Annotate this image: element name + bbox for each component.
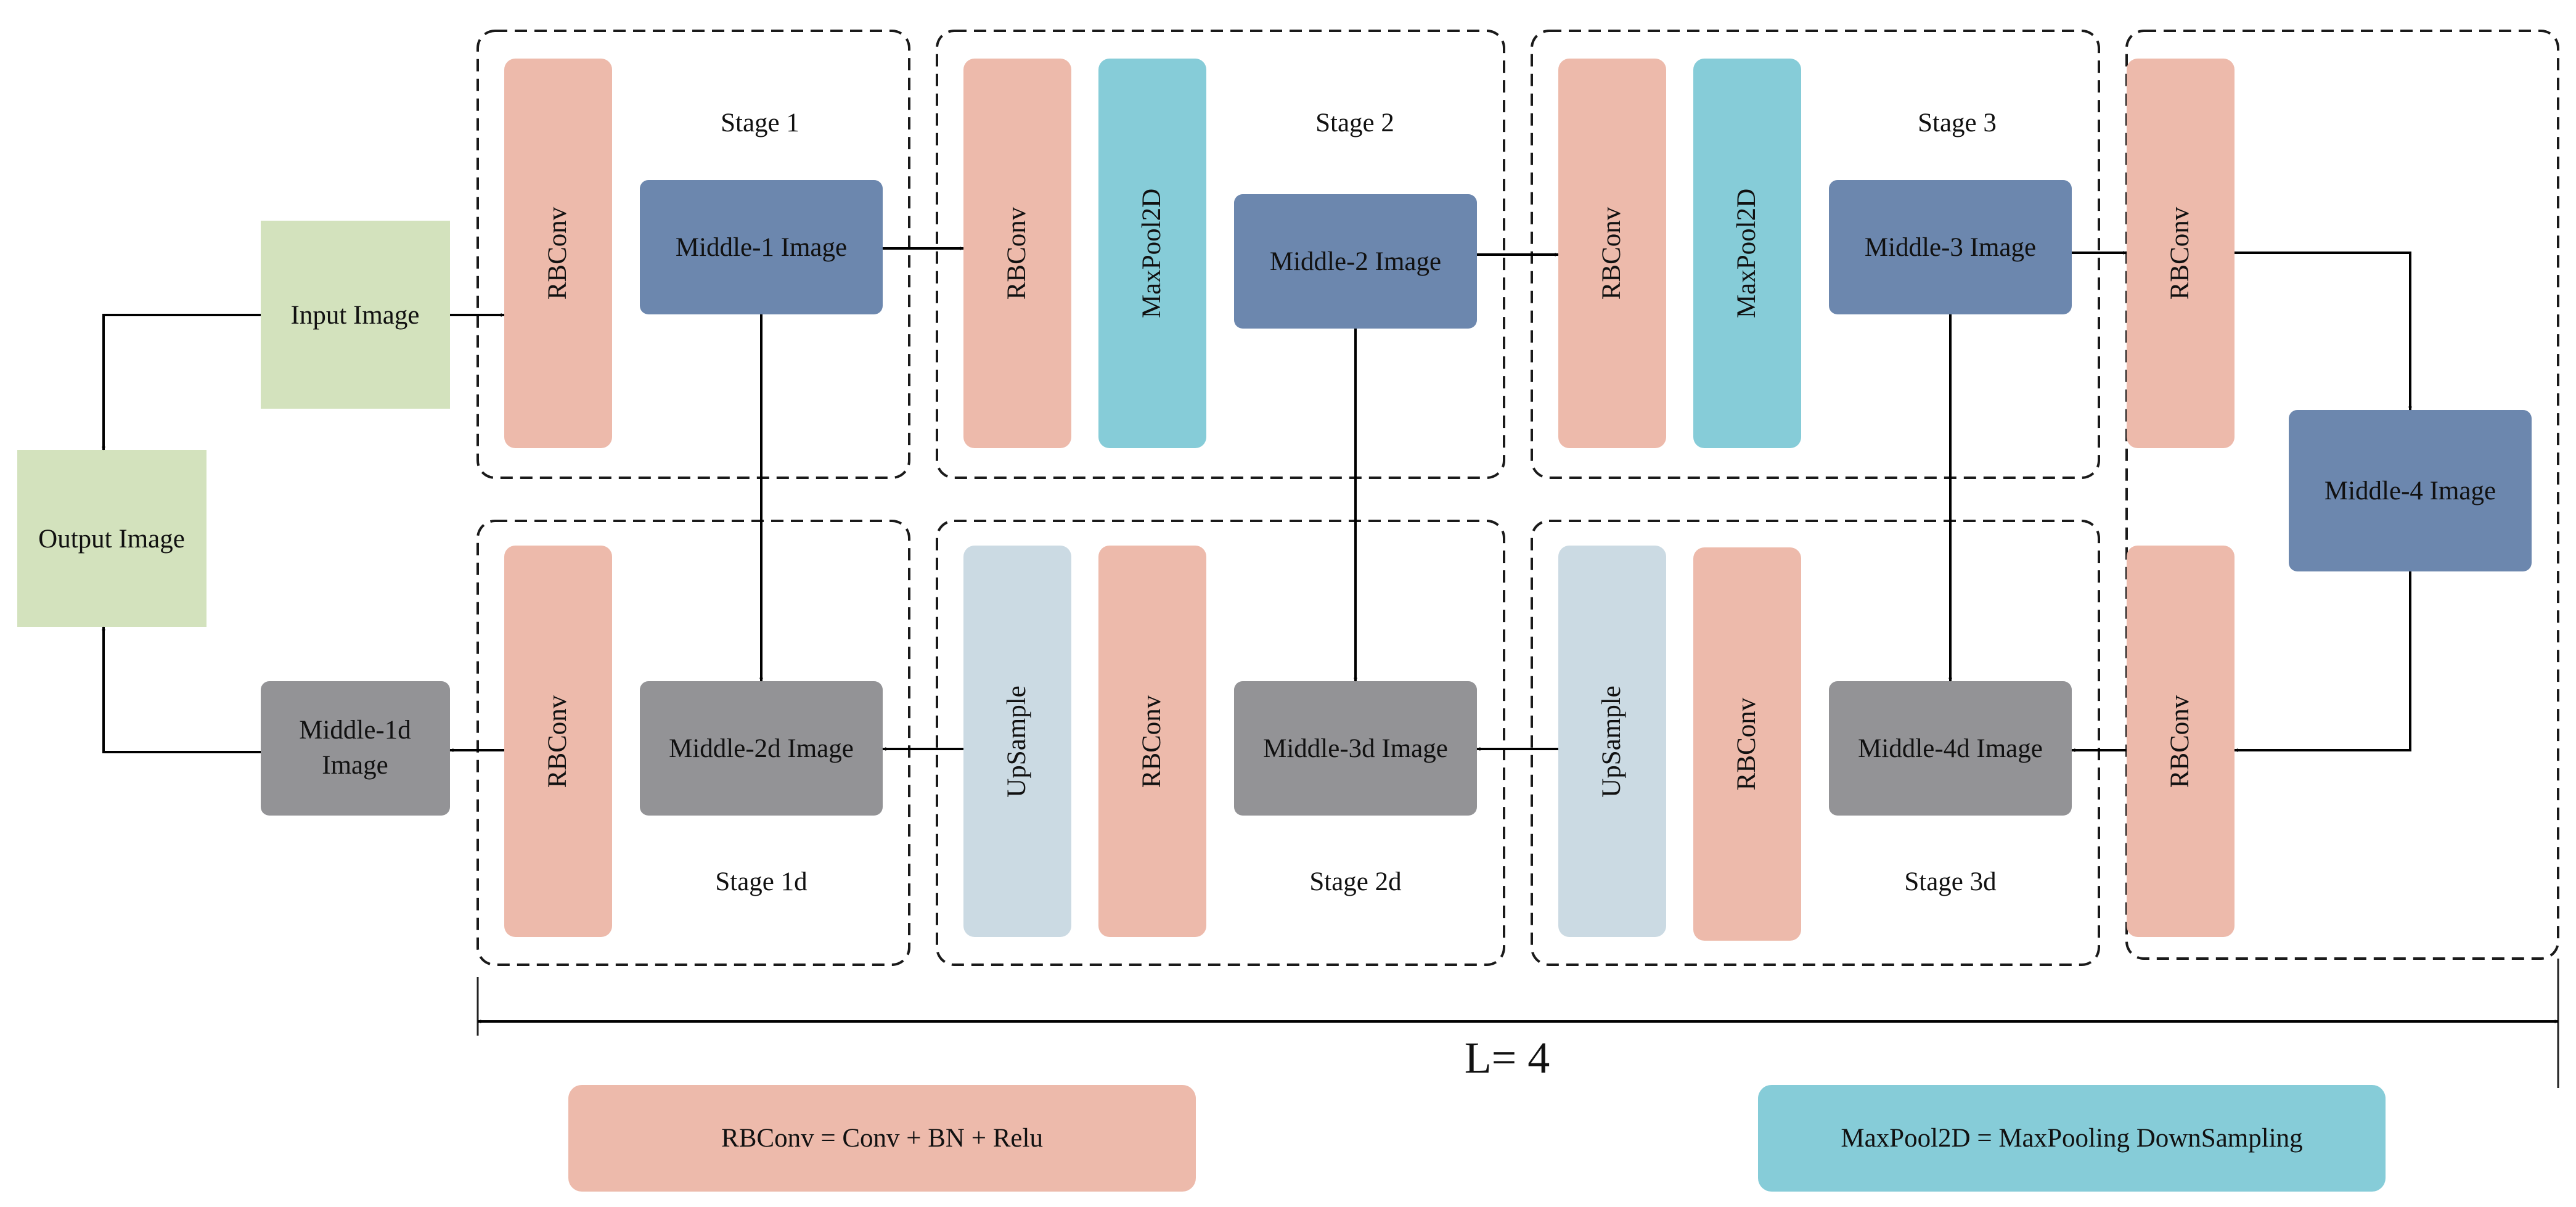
- stage-1d-title: Stage 1d: [715, 867, 807, 896]
- middle-1d-image-node: Middle-1d Image: [261, 681, 450, 816]
- middle-4-label: Middle-4 Image: [2325, 477, 2496, 505]
- rbconv-bar: [504, 546, 612, 937]
- upsample-label: UpSample: [1002, 685, 1031, 798]
- stage-1-title: Stage 1: [721, 108, 799, 137]
- rbconv-bar: [1098, 546, 1206, 937]
- stage-3-title: Stage 3: [1918, 108, 1997, 137]
- middle-2-box: [1234, 194, 1477, 329]
- legend-rbconv-box: [568, 1085, 1196, 1192]
- legend-rbconv: RBConv = Conv + BN + Relu: [568, 1085, 1196, 1192]
- upsample-bar: [963, 546, 1071, 937]
- stage-3d-group: [1531, 520, 2100, 966]
- stage-2-group: [936, 30, 1505, 479]
- middle-1-box: [640, 180, 883, 314]
- legend-rbconv-text: RBConv = Conv + BN + Relu: [721, 1124, 1043, 1153]
- stage-2d-group: [936, 520, 1505, 966]
- stage-3-rbconv-block: RBConv: [1558, 59, 1666, 448]
- maxpool-bar: [1693, 59, 1801, 448]
- maxpool-label: MaxPool2D: [1137, 189, 1166, 318]
- stage-3d-upsample-block: UpSample: [1558, 546, 1666, 937]
- bottleneck-rbconv-bottom-block: RBConv: [2127, 546, 2235, 937]
- middle-2d-box: [640, 681, 883, 816]
- rbconv-bar: [2127, 546, 2235, 937]
- rbconv-label: RBConv: [1002, 207, 1031, 300]
- arrow-rbconv-to-middle-4: [2235, 252, 2412, 411]
- rbconv-label: RBConv: [1137, 695, 1166, 788]
- rbconv-label: RBConv: [543, 207, 572, 300]
- bottleneck-rbconv-top-block: RBConv: [2127, 59, 2235, 448]
- rbconv-bar: [1693, 547, 1801, 941]
- middle-1-label: Middle-1 Image: [676, 233, 847, 262]
- middle-2d-label: Middle-2d Image: [669, 734, 854, 763]
- stage-2d-title: Stage 2d: [1309, 867, 1401, 896]
- rbconv-label: RBConv: [543, 695, 572, 788]
- depth-dimension: L= 4: [476, 959, 2559, 1088]
- input-image-node: Input Image: [261, 221, 450, 409]
- middle-3-label: Middle-3 Image: [1865, 233, 2036, 262]
- stage-2-maxpool-block: MaxPool2D: [1098, 59, 1206, 448]
- rbconv-label: RBConv: [2165, 695, 2194, 788]
- upsample-label: UpSample: [1597, 685, 1626, 798]
- legend-maxpool-text: MaxPool2D = MaxPooling DownSampling: [1841, 1124, 2302, 1153]
- middle-1d-label-line2: Image: [322, 751, 388, 780]
- input-image-label: Input Image: [291, 301, 420, 330]
- stage-3d-title: Stage 3d: [1904, 867, 1996, 896]
- output-image-node: Output Image: [17, 450, 206, 627]
- stage-2d-upsample-block: UpSample: [963, 546, 1071, 937]
- stage-2-rbconv-block: RBConv: [963, 59, 1071, 448]
- rbconv-bar: [1558, 59, 1666, 448]
- middle-2-label: Middle-2 Image: [1270, 247, 1441, 276]
- middle-4d-box: [1829, 681, 2072, 816]
- middle-4-box: [2289, 410, 2532, 571]
- rbconv-bar: [504, 59, 612, 448]
- input-image-box: [261, 221, 450, 409]
- arrow-middle-1d-to-output: [102, 626, 261, 753]
- stage-3-maxpool-block: MaxPool2D: [1693, 59, 1801, 448]
- middle-3-box: [1829, 180, 2072, 314]
- rbconv-label: RBConv: [2165, 207, 2194, 300]
- maxpool-label: MaxPool2D: [1732, 189, 1761, 318]
- middle-3-image-node: Middle-3 Image: [1829, 180, 2072, 314]
- middle-1-image-node: Middle-1 Image: [640, 180, 883, 314]
- rbconv-bar: [963, 59, 1071, 448]
- middle-4d-label: Middle-4d Image: [1858, 734, 2043, 763]
- stage-2d-rbconv-block: RBConv: [1098, 546, 1206, 937]
- middle-3d-image-node: Middle-3d Image: [1234, 681, 1477, 816]
- stage-3d-rbconv-block: RBConv: [1693, 547, 1801, 941]
- middle-4d-image-node: Middle-4d Image: [1829, 681, 2072, 816]
- rbconv-label: RBConv: [1597, 207, 1626, 300]
- middle-3d-label: Middle-3d Image: [1263, 734, 1448, 763]
- output-image-box: [17, 450, 206, 627]
- middle-1d-box: [261, 681, 450, 816]
- maxpool-bar: [1098, 59, 1206, 448]
- stage-2-title: Stage 2: [1315, 108, 1394, 137]
- output-image-label: Output Image: [38, 525, 185, 554]
- middle-3d-box: [1234, 681, 1477, 816]
- stage-1d-rbconv-block: RBConv: [504, 546, 612, 937]
- middle-2d-image-node: Middle-2d Image: [640, 681, 883, 816]
- bottleneck-group: [2125, 30, 2559, 960]
- dimension-label: L= 4: [1465, 1033, 1550, 1082]
- arrow-input-to-output: [102, 314, 261, 451]
- stage-1-group: [476, 30, 910, 479]
- arrow-middle-4-to-rbconv: [2234, 571, 2411, 752]
- upsample-bar: [1558, 546, 1666, 937]
- middle-1d-label-line1: Middle-1d: [299, 716, 411, 745]
- middle-4-image-node: Middle-4 Image: [2289, 410, 2532, 571]
- stage-1-rbconv-block: RBConv: [504, 59, 612, 448]
- rbconv-bar: [2127, 59, 2235, 448]
- middle-2-image-node: Middle-2 Image: [1234, 194, 1477, 329]
- rbconv-label: RBConv: [1732, 697, 1761, 790]
- legend-maxpool: MaxPool2D = MaxPooling DownSampling: [1758, 1085, 2386, 1192]
- legend-maxpool-box: [1758, 1085, 2386, 1192]
- stage-1d-group: [476, 520, 910, 966]
